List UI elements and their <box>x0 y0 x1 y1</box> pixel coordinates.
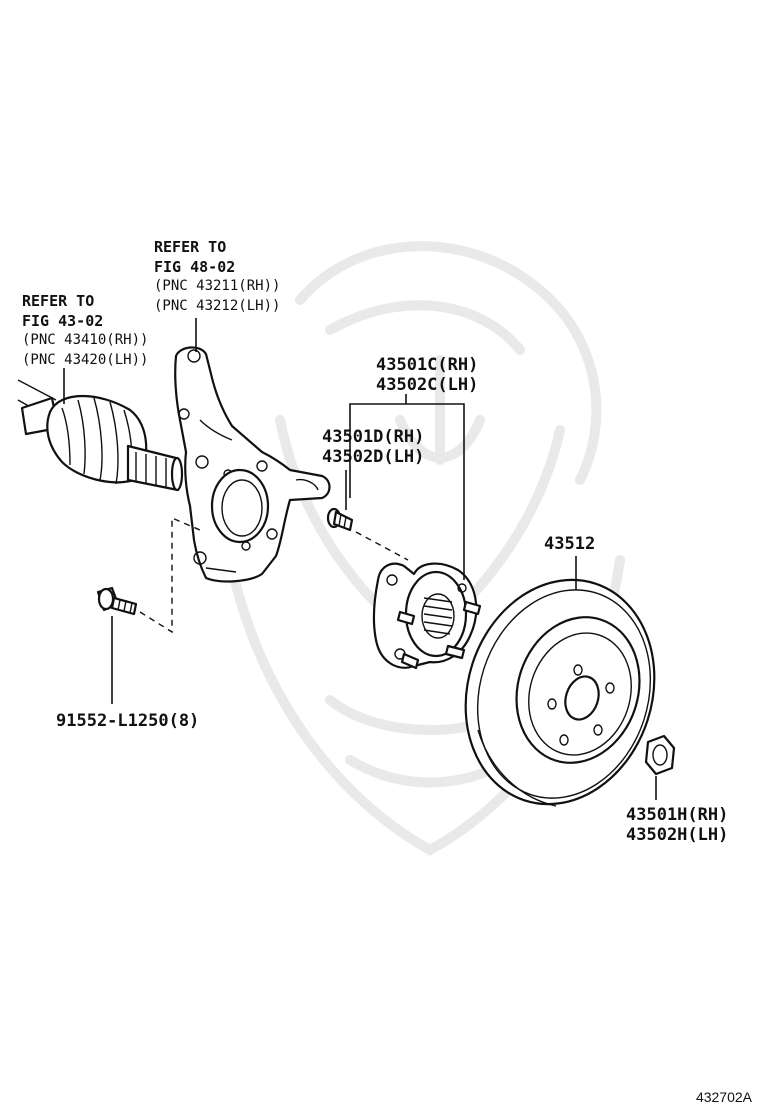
svg-text:43512: 43512 <box>544 534 595 554</box>
leader-lines <box>63 318 657 800</box>
disc-rotor[interactable] <box>437 555 682 829</box>
svg-text:43502H(LH): 43502H(LH) <box>626 825 728 845</box>
assembly-lines-knuckle <box>139 516 201 634</box>
hub-bolt[interactable] <box>326 507 354 532</box>
label-hub-assembly: 43501C(RH) 43502C(LH) <box>376 355 478 395</box>
svg-text:REFER TO: REFER TO <box>154 238 226 256</box>
svg-text:(PNC 43211(RH)): (PNC 43211(RH)) <box>154 278 280 294</box>
drive-shaft[interactable] <box>17 379 184 492</box>
label-knuckle-bolt: 91552-L1250(8) <box>56 711 199 731</box>
label-driveshaft-ref: REFER TO FIG 43-02 (PNC 43410(RH)) (PNC … <box>22 292 148 368</box>
svg-text:91552-L1250(8): 91552-L1250(8) <box>56 711 199 731</box>
svg-text:FIG 43-02: FIG 43-02 <box>22 312 103 330</box>
knuckle-bolt[interactable] <box>96 586 138 616</box>
label-hub-bolt: 43501D(RH) 43502D(LH) <box>322 427 424 467</box>
svg-text:(PNC 43212(LH)): (PNC 43212(LH)) <box>154 298 280 314</box>
svg-text:FIG 48-02: FIG 48-02 <box>154 258 235 276</box>
assembly-line-hub-bolt <box>355 531 409 561</box>
svg-text:43502D(LH): 43502D(LH) <box>322 447 424 467</box>
label-hub-nut: 43501H(RH) 43502H(LH) <box>626 805 728 845</box>
svg-text:(PNC 43410(RH)): (PNC 43410(RH)) <box>22 332 148 348</box>
hub-bearing-assembly[interactable] <box>372 562 482 670</box>
bracket-hub-assembly <box>349 403 465 580</box>
svg-text:43501C(RH): 43501C(RH) <box>376 355 478 375</box>
figure-number: 432702A <box>696 1089 753 1105</box>
label-rotor: 43512 <box>544 534 595 554</box>
hub-nut[interactable] <box>644 734 676 776</box>
steering-knuckle[interactable] <box>174 346 331 583</box>
svg-text:43501D(RH): 43501D(RH) <box>322 427 424 447</box>
label-knuckle-ref: REFER TO FIG 48-02 (PNC 43211(RH)) (PNC … <box>154 238 280 314</box>
svg-text:43501H(RH): 43501H(RH) <box>626 805 728 825</box>
svg-text:REFER TO: REFER TO <box>22 292 94 310</box>
svg-text:43502C(LH): 43502C(LH) <box>376 375 478 395</box>
svg-text:(PNC 43420(LH)): (PNC 43420(LH)) <box>22 352 148 368</box>
